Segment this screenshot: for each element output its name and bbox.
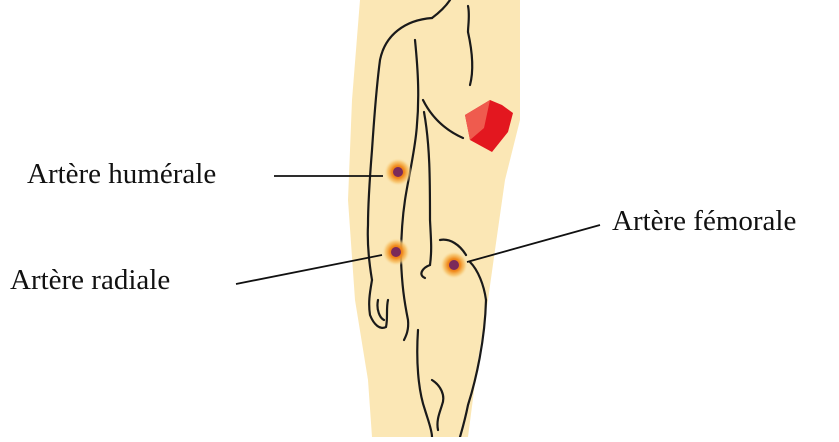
body-skin-area (348, 0, 520, 437)
pulse-point-icon (449, 260, 459, 270)
pulse-point-radiale (382, 238, 410, 266)
neck-front-outline (468, 6, 469, 32)
label-artere-radiale: Artère radiale (10, 266, 170, 295)
pulse-point-femorale (440, 251, 468, 279)
label-artere-humerale: Artère humérale (27, 160, 216, 189)
pulse-point-icon (393, 167, 403, 177)
pulse-point-icon (391, 247, 401, 257)
pulse-point-humerale (384, 158, 412, 186)
label-artere-femorale: Artère fémorale (612, 207, 796, 236)
